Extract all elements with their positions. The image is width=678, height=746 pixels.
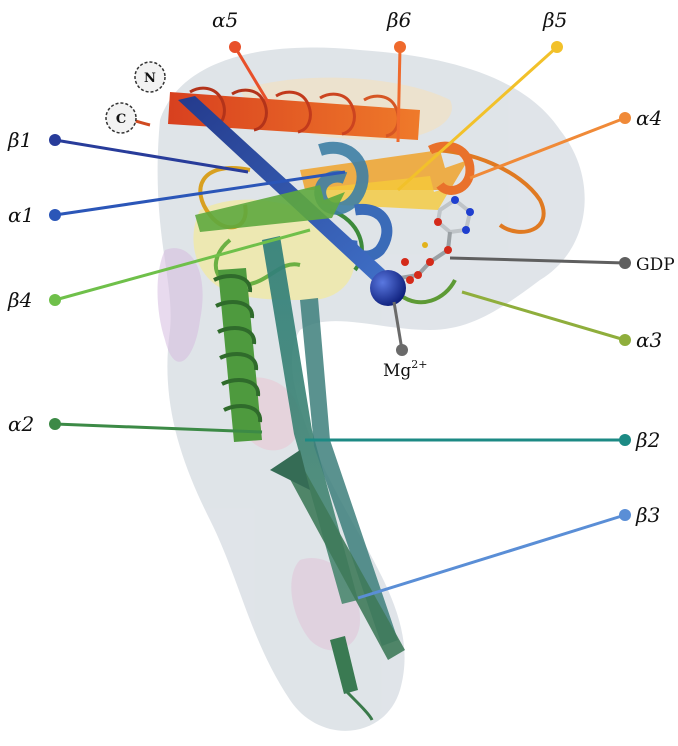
leader-dot-alpha2 <box>49 418 61 430</box>
label-gdp: GDP <box>636 255 675 275</box>
label-mg-charge: 2+ <box>411 358 427 371</box>
label-beta2: β2 <box>635 428 660 452</box>
leader-dot-beta4 <box>49 294 61 306</box>
label-alpha2: α2 <box>8 412 34 436</box>
n-terminus-label: N <box>144 71 156 86</box>
label-alpha1: α1 <box>8 203 34 227</box>
mg-ion <box>370 270 406 306</box>
leader-dot-alpha3 <box>619 334 631 346</box>
leader-dot-alpha4 <box>619 112 631 124</box>
leader-alpha3 <box>462 292 625 340</box>
leader-dot-alpha5 <box>229 41 241 53</box>
leader-dot-gdp <box>619 257 631 269</box>
leader-dot-beta5 <box>551 41 563 53</box>
label-beta1: β1 <box>7 128 32 152</box>
leader-beta6 <box>398 47 400 142</box>
leader-dot-beta3 <box>619 509 631 521</box>
label-alpha3: α3 <box>636 328 662 352</box>
n-terminus-marker: N <box>135 62 165 92</box>
leader-dot-mg <box>396 344 408 356</box>
leader-dot-alpha1 <box>49 209 61 221</box>
leader-dot-beta6 <box>394 41 406 53</box>
label-beta6: β6 <box>386 8 412 32</box>
leader-dot-beta1 <box>49 134 61 146</box>
label-mg: Mg2+ <box>383 358 428 381</box>
label-mg-symbol: Mg <box>383 361 411 381</box>
label-alpha4: α4 <box>636 106 662 130</box>
label-alpha5: α5 <box>212 8 238 32</box>
leader-beta3 <box>358 515 625 598</box>
label-beta4: β4 <box>7 288 32 312</box>
c-terminus-label: C <box>116 112 126 127</box>
label-beta3: β3 <box>635 503 660 527</box>
leader-dot-beta2 <box>619 434 631 446</box>
label-beta5: β5 <box>542 8 567 32</box>
c-terminus-marker: C <box>106 103 136 133</box>
